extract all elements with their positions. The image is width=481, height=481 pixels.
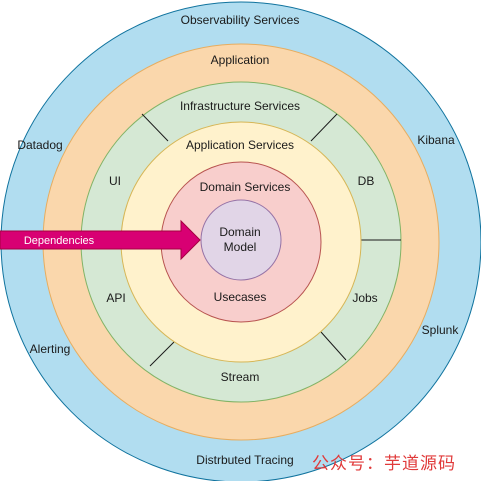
observability-label-datadog: Datadog	[17, 138, 62, 152]
application-title: Application	[211, 53, 270, 67]
observability-label-alerting: Alerting	[30, 342, 71, 356]
infrastructure-label-stream: Stream	[221, 370, 260, 384]
domain-model-line1: Domain	[219, 225, 260, 239]
watermark-text: 公众号：芋道源码	[312, 454, 456, 474]
infrastructure-label-ui: UI	[109, 174, 121, 188]
observability-label-kibana: Kibana	[417, 133, 455, 147]
infrastructure-dividers	[141, 113, 401, 367]
observability-title: Observability Services	[181, 13, 300, 27]
divider-top-left	[141, 113, 169, 142]
domain-services-usecases: Usecases	[214, 290, 267, 304]
infrastructure-label-jobs: Jobs	[352, 291, 377, 305]
divider-bottom-left	[149, 340, 176, 367]
dependencies-label: Dependencies	[24, 235, 95, 247]
domain-services-title: Domain Services	[200, 180, 291, 194]
observability-label-tracing: Distrbuted Tracing	[196, 453, 293, 467]
infrastructure-label-db: DB	[358, 174, 375, 188]
dependencies-arrow	[0, 219, 201, 261]
infrastructure-title: Infrastructure Services	[180, 99, 300, 113]
divider-bottom-right	[320, 331, 347, 361]
domain-model-line2: Model	[224, 240, 257, 254]
application-services-title: Application Services	[186, 138, 294, 152]
divider-top-right	[310, 113, 338, 142]
domain-model-core	[200, 199, 282, 281]
observability-label-splunk: Splunk	[422, 323, 460, 337]
infrastructure-label-api: API	[106, 291, 125, 305]
